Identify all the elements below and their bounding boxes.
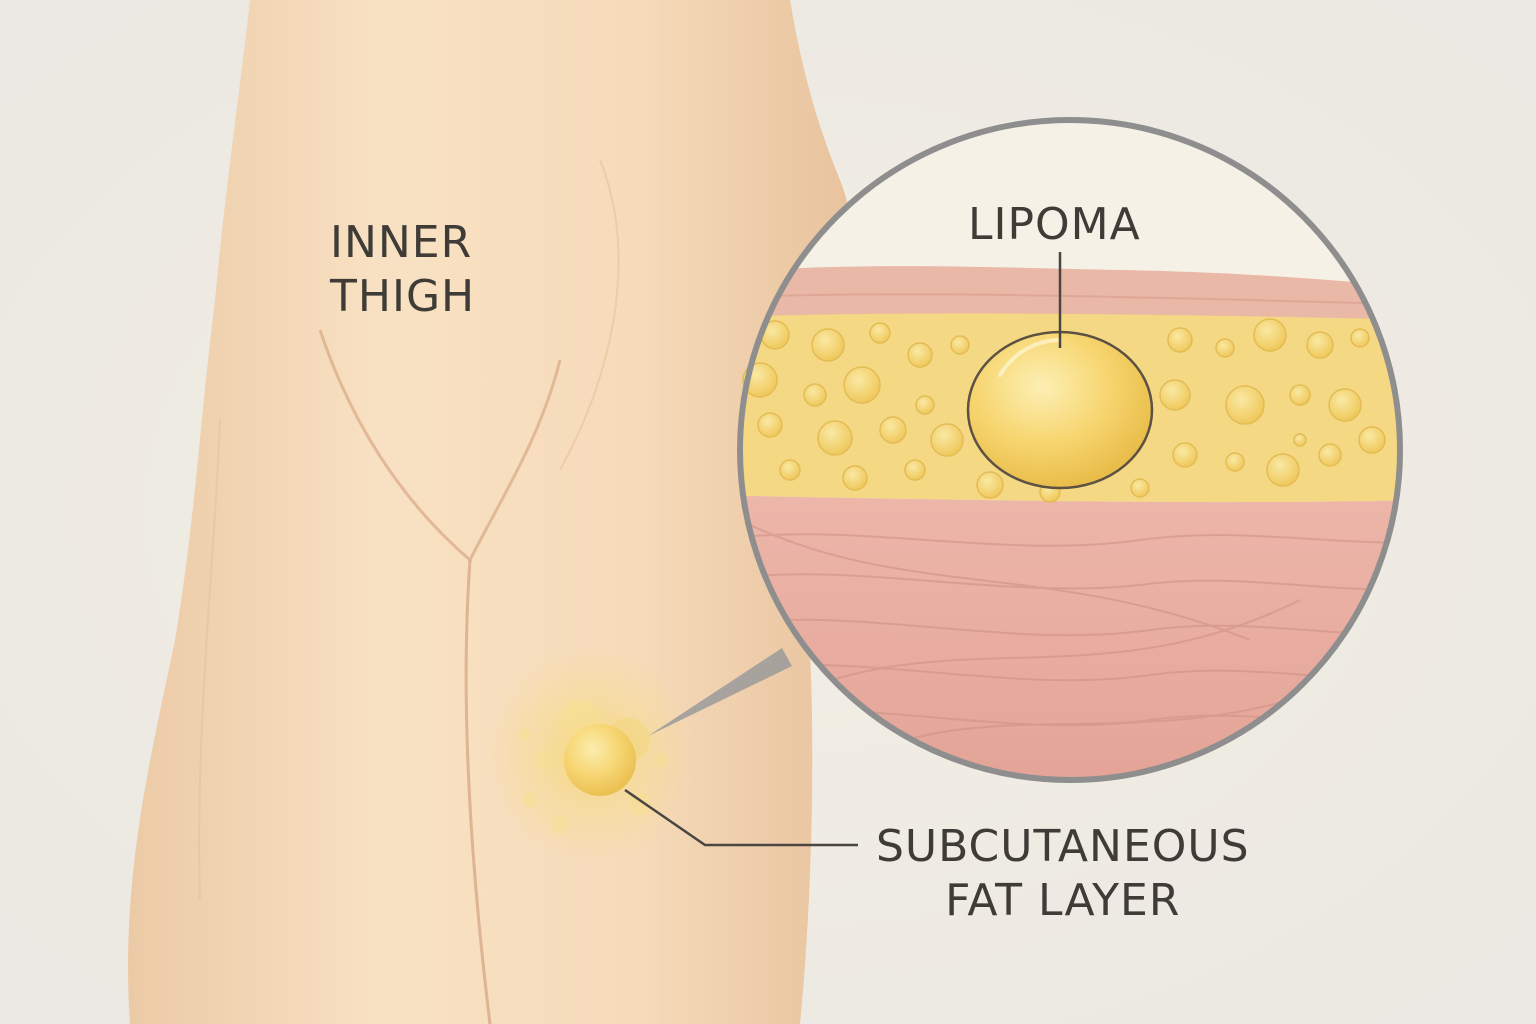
fat-bubble <box>628 793 652 817</box>
inner-thigh-label: INNER THIGH <box>330 216 475 323</box>
groin-crease <box>318 329 562 563</box>
inner-thigh-label-line-2: THIGH <box>330 270 476 322</box>
callout-pointer <box>648 648 792 736</box>
fat-bubble <box>535 750 555 770</box>
fat-layer-label: SUBCUTANEOUS FAT LAYER <box>876 820 1250 927</box>
lipoma-label: LIPOMA <box>968 199 1141 250</box>
fat-layer-label-line-2: FAT LAYER <box>945 874 1181 926</box>
fat-bubble <box>653 753 667 767</box>
fat-bubble <box>519 729 531 741</box>
magnified-circle-border <box>737 117 1403 783</box>
fat-bubble <box>522 792 538 808</box>
leg-separation <box>464 559 492 1024</box>
leg-edge-shading <box>198 419 221 901</box>
thigh-lipoma <box>564 724 636 796</box>
inner-thigh-label-line-1: INNER <box>330 217 473 268</box>
fat-layer-label-line-1: SUBCUTANEOUS <box>876 821 1250 872</box>
magnified-lipoma <box>966 330 1154 490</box>
fat-bubble <box>551 816 569 834</box>
fat-layer-leader-line <box>624 788 858 847</box>
thigh-shading <box>559 159 620 471</box>
